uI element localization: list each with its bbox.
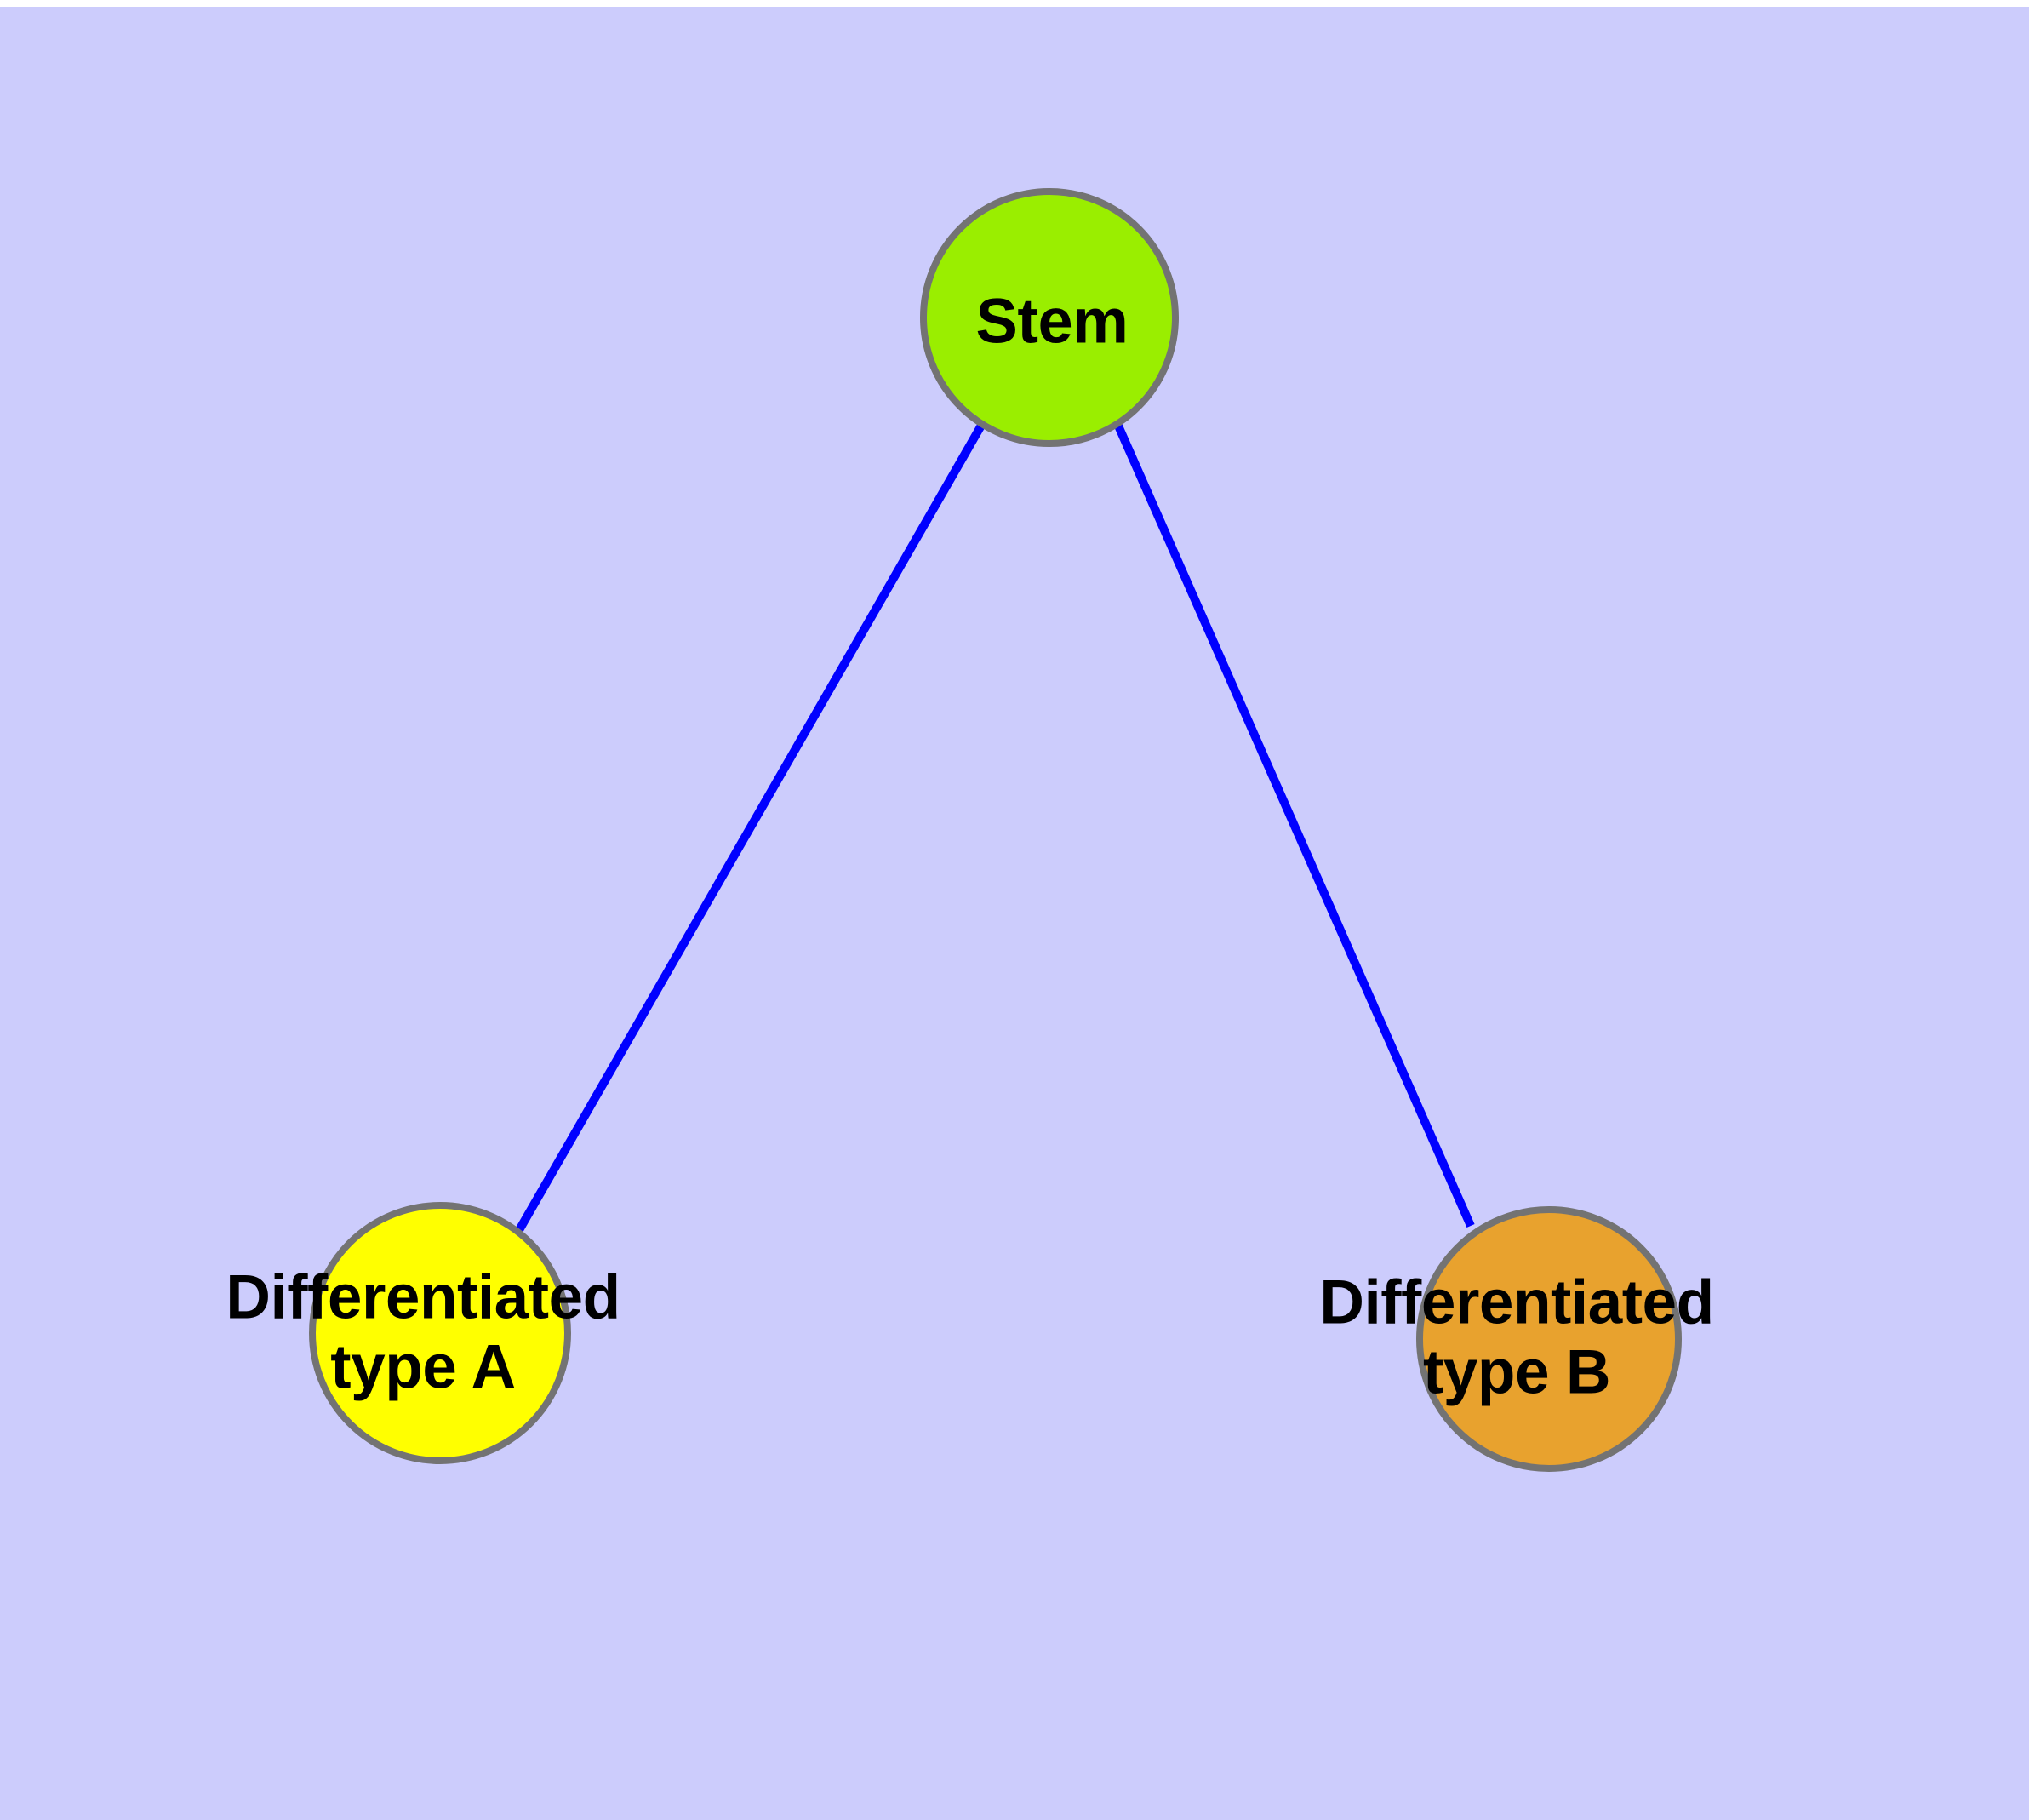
graph-svg bbox=[309, 188, 1682, 1472]
diagram-plot-area: Stem Differentiated type A Differentiate… bbox=[0, 7, 2029, 1820]
node-differentiated-type-b[interactable] bbox=[1416, 1206, 1682, 1472]
edge-stem-to-differentiated-type-a[interactable] bbox=[515, 421, 986, 1233]
edge-stem-to-differentiated-type-b[interactable] bbox=[1113, 421, 1475, 1228]
edge-layer bbox=[515, 421, 1475, 1233]
node-layer bbox=[309, 188, 1682, 1472]
node-differentiated-type-a[interactable] bbox=[309, 1202, 571, 1464]
node-stem[interactable] bbox=[920, 188, 1179, 447]
